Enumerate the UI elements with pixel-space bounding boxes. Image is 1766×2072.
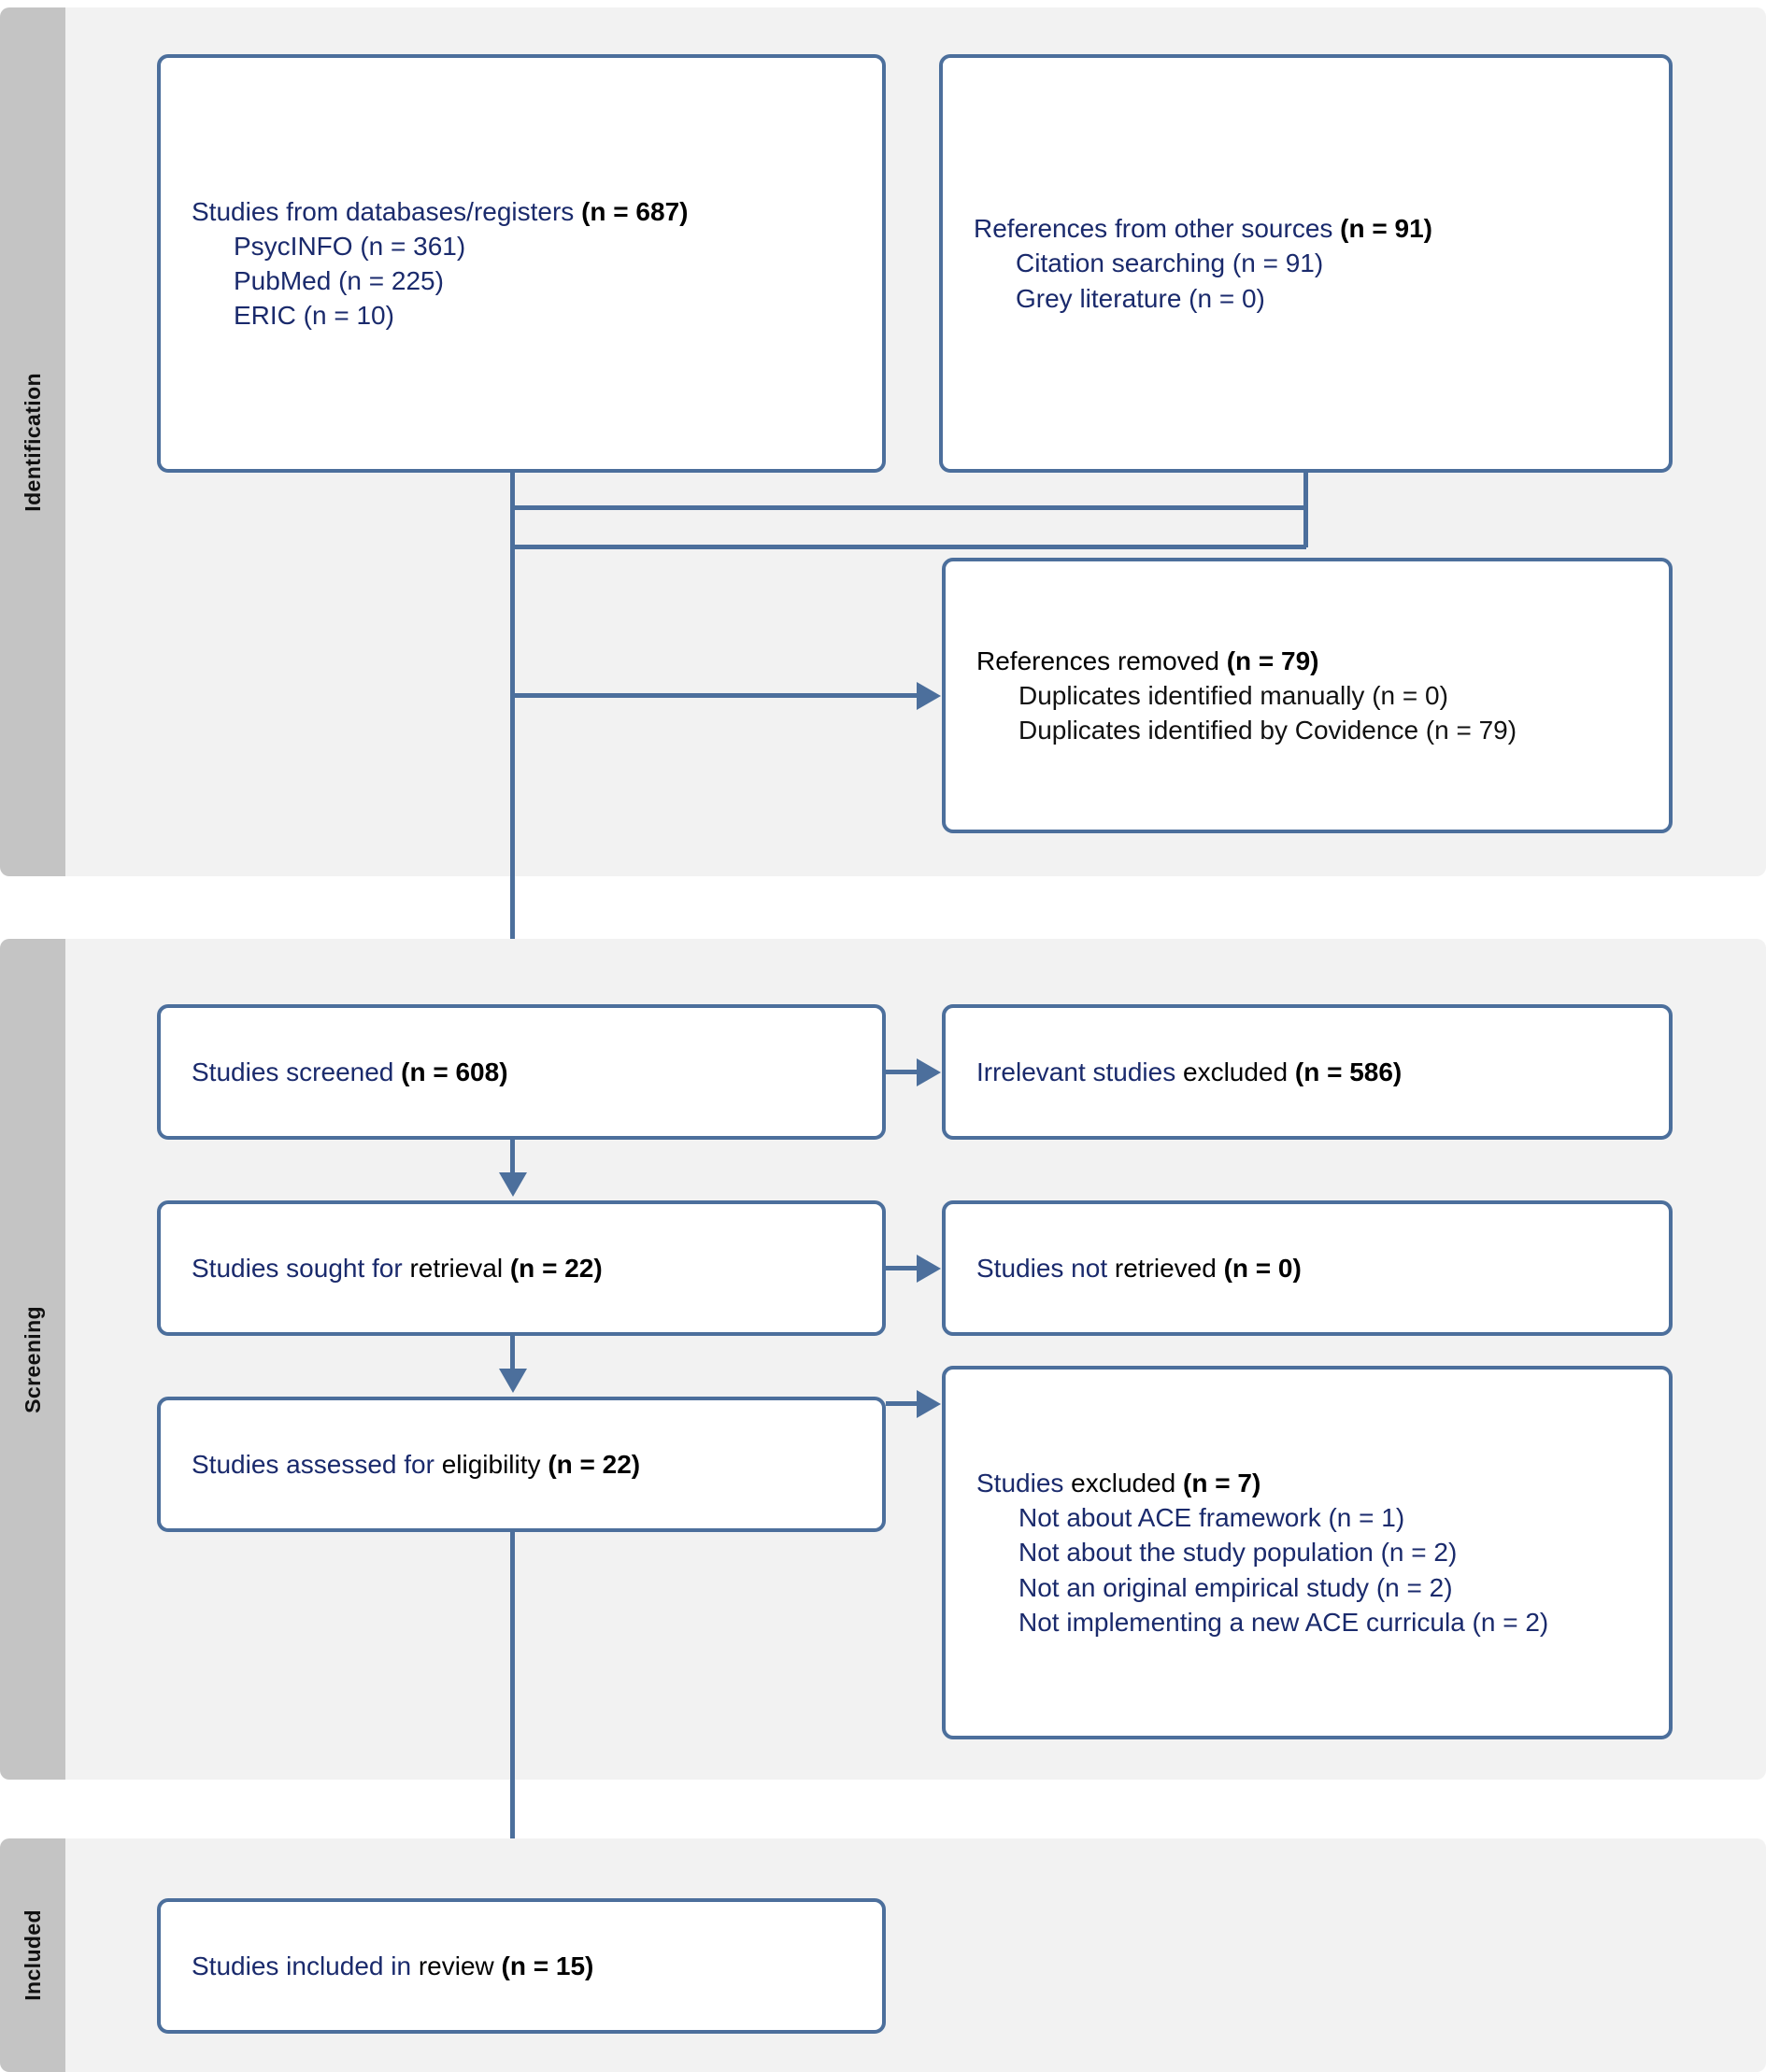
box-other-sources: References from other sources (n = 91) C… (939, 54, 1673, 473)
stage-label-included: Included (0, 1838, 65, 2072)
box-databases-head: Studies from databases/registers (n = 68… (161, 194, 882, 229)
box-other-sources-head: References from other sources (n = 91) (943, 211, 1669, 246)
box-included-head-count: (n = 15) (501, 1951, 594, 1980)
box-databases-sub-3: ERIC (n = 10) (234, 301, 394, 331)
box-studies-excluded: Studies excluded (n = 7) Not about ACE f… (942, 1366, 1673, 1739)
box-removed-head-count: (n = 79) (1226, 646, 1319, 675)
box-other-sources-head-count: (n = 91) (1340, 214, 1432, 244)
arrow-screened-to-sought (499, 1172, 527, 1197)
connector-screened-to-sought (510, 1140, 515, 1179)
box-removed-sub-2: Duplicates identified by Covidence (n = … (1018, 716, 1517, 745)
stage-label-included-text: Included (20, 1909, 45, 2001)
box-excluded-sub-4: Not implementing a new ACE curricula (n … (1018, 1607, 1549, 1637)
box-assessed-head: Studies assessed for eligibility (n = 22… (161, 1447, 882, 1482)
stage-label-screening: Screening (0, 939, 65, 1780)
connector-other-sources-down (1303, 473, 1308, 547)
box-assessed-head-count: (n = 22) (548, 1449, 641, 1479)
connector-screened-to-irrelevant (886, 1070, 919, 1074)
arrow-screened-to-irrelevant (917, 1058, 941, 1086)
box-other-sources-sub-2: Grey literature (n = 0) (1016, 283, 1265, 313)
box-included-head: Studies included in review (n = 15) (161, 1949, 882, 1983)
connector-assessed-to-excluded (886, 1401, 919, 1406)
box-assessed-head-text: Studies assessed for (192, 1449, 442, 1479)
box-not-retrieved-head-text2: retrieved (1114, 1253, 1224, 1283)
box-studies-included: Studies included in review (n = 15) (157, 1898, 886, 2034)
box-excluded-sub-2: Not about the study population (n = 2) (1018, 1538, 1458, 1568)
box-databases-sub-1: PsycINFO (n = 361) (234, 231, 466, 261)
box-included-head-text2: review (418, 1951, 502, 1980)
stage-label-identification: Identification (0, 7, 65, 876)
stage-label-screening-text: Screening (20, 1305, 45, 1413)
box-references-removed: References removed (n = 79) Duplicates i… (942, 558, 1673, 833)
box-irrelevant-head-text: Irrelevant studies (976, 1057, 1183, 1086)
box-assessed-head-text2: eligibility (441, 1449, 548, 1479)
connector-merge-horizontal-lower (510, 545, 1306, 549)
box-studies-sought: Studies sought for retrieval (n = 22) (157, 1200, 886, 1336)
box-not-retrieved-head-text: Studies not (976, 1253, 1115, 1283)
box-excluded-head-text: Studies (976, 1468, 1072, 1497)
box-studies-screened: Studies screened (n = 608) (157, 1004, 886, 1140)
box-removed-sub-1: Duplicates identified manually (n = 0) (1018, 680, 1448, 710)
connector-sought-to-not-retrieved (886, 1266, 919, 1270)
box-sought-head-text2: retrieval (409, 1253, 510, 1283)
box-databases-registers: Studies from databases/registers (n = 68… (157, 54, 886, 473)
box-excluded-sub-1: Not about ACE framework (n = 1) (1018, 1503, 1405, 1533)
box-excluded-head-text2: excluded (1071, 1468, 1184, 1497)
connector-merge-horizontal (510, 505, 1306, 510)
connector-sought-to-assessed (510, 1336, 515, 1375)
arrow-sought-to-assessed (499, 1369, 527, 1393)
box-excluded-head: Studies excluded (n = 7) (946, 1466, 1669, 1500)
connector-assessed-to-included (510, 1532, 515, 1878)
box-excluded-head-count: (n = 7) (1183, 1468, 1261, 1497)
arrow-assessed-to-excluded (917, 1390, 941, 1418)
box-irrelevant-head-text2: excluded (1183, 1057, 1295, 1086)
box-excluded-sub-3: Not an original empirical study (n = 2) (1018, 1572, 1453, 1602)
box-sought-head: Studies sought for retrieval (n = 22) (161, 1251, 882, 1285)
box-irrelevant-head-count: (n = 586) (1294, 1057, 1403, 1086)
stage-label-identification-text: Identification (20, 372, 45, 512)
box-other-sources-head-text: References from other sources (974, 214, 1341, 244)
box-removed-head: References removed (n = 79) (946, 644, 1669, 678)
arrow-sought-to-not-retrieved (917, 1255, 941, 1283)
connector-to-removed (510, 693, 917, 698)
box-databases-sub-2: PubMed (n = 225) (234, 266, 444, 295)
box-other-sources-sub-1: Citation searching (n = 91) (1016, 248, 1324, 278)
box-sought-head-text: Studies sought for (192, 1253, 410, 1283)
box-databases-head-text: Studies from databases/registers (192, 196, 582, 226)
box-removed-head-text: References removed (976, 646, 1227, 675)
box-irrelevant-head: Irrelevant studies excluded (n = 586) (946, 1055, 1669, 1089)
box-screened-head-count: (n = 608) (401, 1057, 508, 1086)
connector-trunk-upper (510, 505, 515, 982)
box-included-head-text: Studies included in (192, 1951, 419, 1980)
box-irrelevant-excluded: Irrelevant studies excluded (n = 586) (942, 1004, 1673, 1140)
box-not-retrieved-head-count: (n = 0) (1223, 1253, 1302, 1283)
box-sought-head-count: (n = 22) (509, 1253, 603, 1283)
box-screened-head-text: Studies screened (192, 1057, 402, 1086)
connector-databases-down (510, 473, 515, 508)
box-screened-head: Studies screened (n = 608) (161, 1055, 882, 1089)
arrow-to-removed (917, 682, 941, 710)
box-databases-head-count: (n = 687) (581, 196, 689, 226)
box-studies-assessed: Studies assessed for eligibility (n = 22… (157, 1397, 886, 1532)
box-not-retrieved-head: Studies not retrieved (n = 0) (946, 1251, 1669, 1285)
box-not-retrieved: Studies not retrieved (n = 0) (942, 1200, 1673, 1336)
